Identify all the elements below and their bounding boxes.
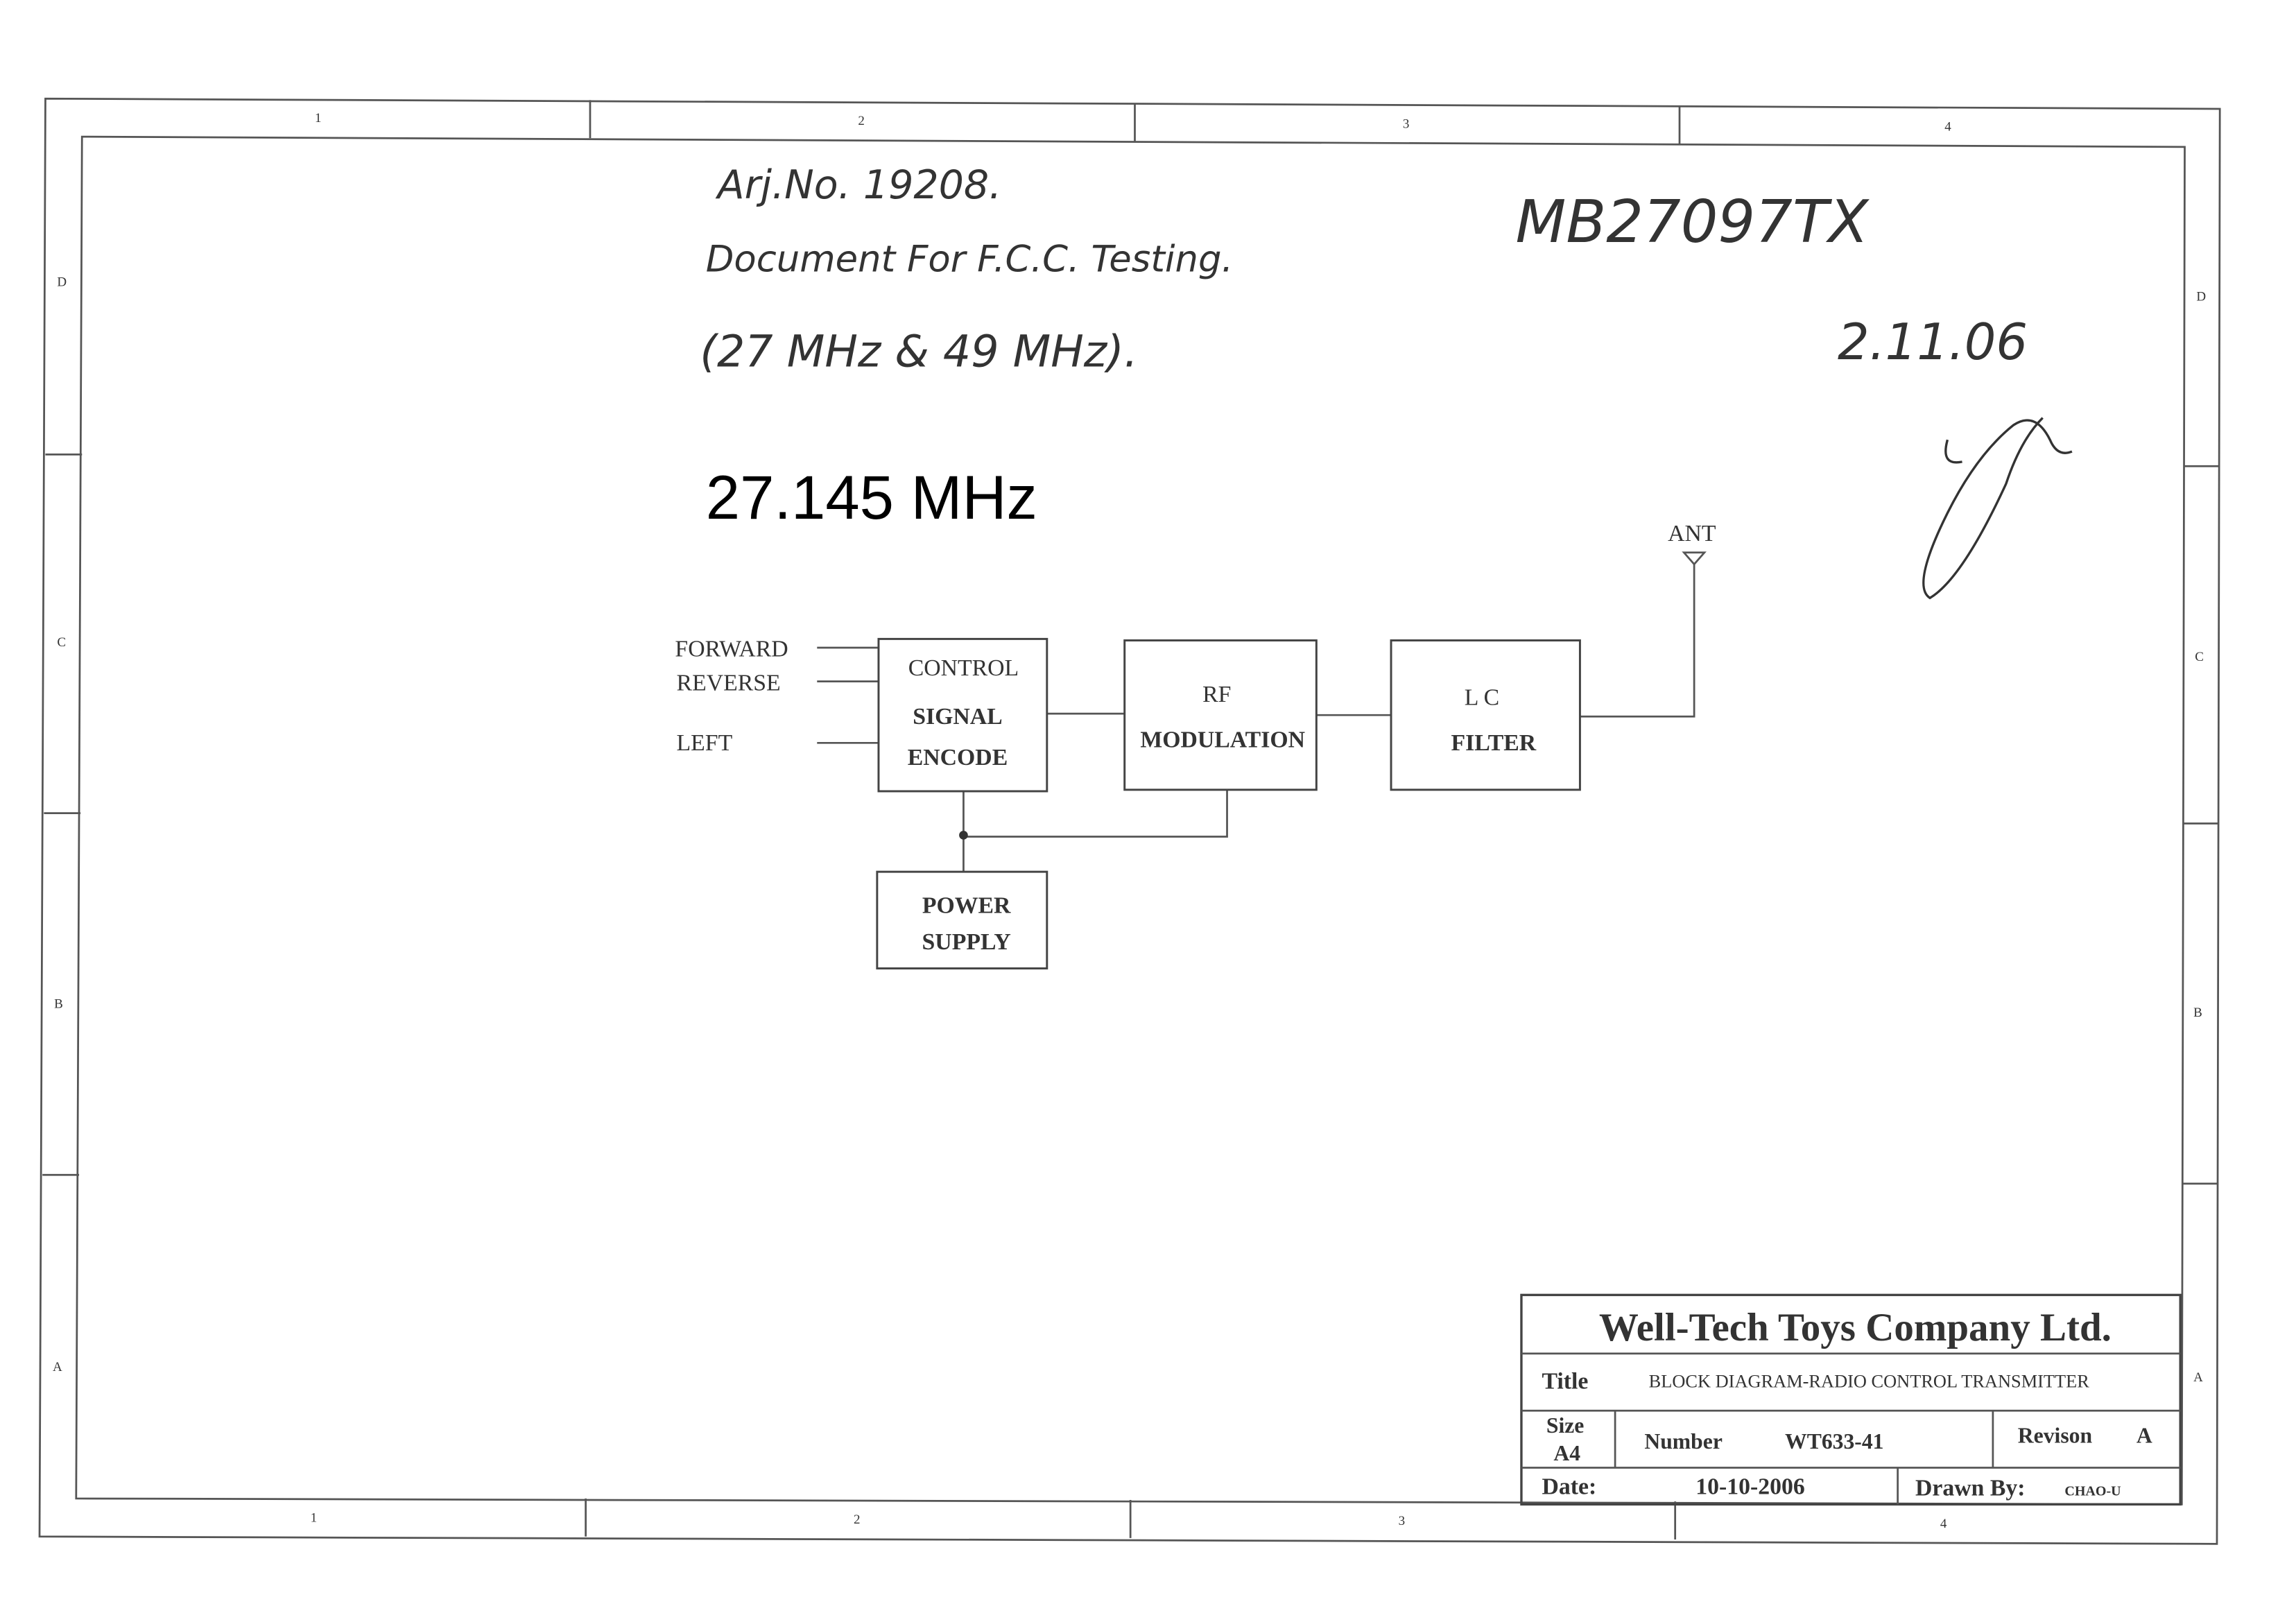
- modulator-label-line1: RF: [1202, 682, 1231, 707]
- sheet-border: [38, 97, 2221, 1545]
- col-label-top: 4: [1944, 120, 1951, 135]
- row-label-left: D: [57, 275, 67, 289]
- title-block: Well-Tech Toys Company Ltd. Title BLOCK …: [1520, 1293, 2182, 1506]
- junction-dot: [959, 831, 968, 840]
- row-label-right: C: [2195, 650, 2204, 664]
- signature: [1922, 417, 2073, 600]
- encoder-label-line1: CONTROL: [908, 655, 1019, 681]
- col-label-bottom: 3: [1399, 1514, 1406, 1528]
- title-label: Title: [1542, 1369, 1589, 1395]
- col-label-bottom: 1: [311, 1511, 318, 1526]
- input-left: LEFT: [677, 730, 733, 756]
- frequency-label: 27.145 MHz: [706, 463, 1037, 532]
- col-label-top: 2: [858, 114, 865, 128]
- date-value: 10-10-2006: [1695, 1474, 1805, 1500]
- col-label-bottom: 2: [854, 1512, 861, 1527]
- power-label-line1: POWER: [922, 892, 1011, 918]
- revision-label: Revison: [2018, 1424, 2093, 1448]
- revision-value: A: [2137, 1424, 2152, 1448]
- input-forward: FORWARD: [675, 637, 788, 662]
- col-label-top: 3: [1403, 117, 1410, 131]
- size-value: A4: [1553, 1441, 1580, 1465]
- drawn-by-label: Drawn By:: [1915, 1476, 2026, 1501]
- border-labels: 1 2 3 4 1 2 3 4 D C B A D C B A: [53, 111, 2206, 1531]
- row-label-left: A: [53, 1360, 62, 1374]
- handwritten-purpose: Document For F.C.C. Testing.: [706, 238, 1234, 280]
- row-label-right: B: [2193, 1006, 2202, 1020]
- number-value: WT633-41: [1785, 1429, 1883, 1453]
- col-label-top: 1: [315, 111, 322, 126]
- power-label-line2: SUPPLY: [922, 929, 1011, 955]
- rf-modulation-block: [1123, 639, 1318, 791]
- antenna-label: ANT: [1668, 521, 1716, 546]
- size-label: Size: [1546, 1413, 1585, 1438]
- power-supply-block: [876, 870, 1048, 969]
- lc-filter-block: [1390, 639, 1581, 791]
- row-label-right: D: [2196, 290, 2206, 304]
- date-label: Date:: [1542, 1474, 1597, 1500]
- drawn-by-value: CHAO-U: [2064, 1484, 2121, 1499]
- number-label: Number: [1644, 1429, 1723, 1453]
- handwritten-ref-number: Arj.No. 19208.: [715, 162, 1002, 208]
- filter-label-line1: L C: [1465, 684, 1499, 710]
- filter-label-line2: FILTER: [1451, 730, 1537, 756]
- row-label-left: C: [57, 635, 66, 650]
- control-signal-encode-block: [877, 637, 1048, 793]
- drawing-title: BLOCK DIAGRAM-RADIO CONTROL TRANSMITTER: [1649, 1370, 2090, 1391]
- col-label-bottom: 4: [1940, 1517, 1947, 1531]
- handwritten-model: MB27097TX: [1516, 188, 1870, 256]
- company-name: Well-Tech Toys Company Ltd.: [1599, 1306, 2112, 1349]
- row-label-left: B: [54, 997, 63, 1012]
- row-label-right: A: [2193, 1370, 2203, 1385]
- encoder-label-line2: SIGNAL: [913, 704, 1002, 730]
- handwritten-date: 2.11.06: [1838, 313, 2028, 371]
- encoder-label-line3: ENCODE: [908, 745, 1008, 770]
- handwritten-bands: (27 MHz & 49 MHz).: [700, 326, 1138, 377]
- antenna-icon: [1682, 551, 1707, 566]
- block-diagram: FORWARD REVERSE LEFT ANT CONTROL SIGNAL …: [675, 521, 1716, 969]
- input-reverse: REVERSE: [677, 670, 781, 696]
- modulator-label-line2: MODULATION: [1140, 727, 1305, 753]
